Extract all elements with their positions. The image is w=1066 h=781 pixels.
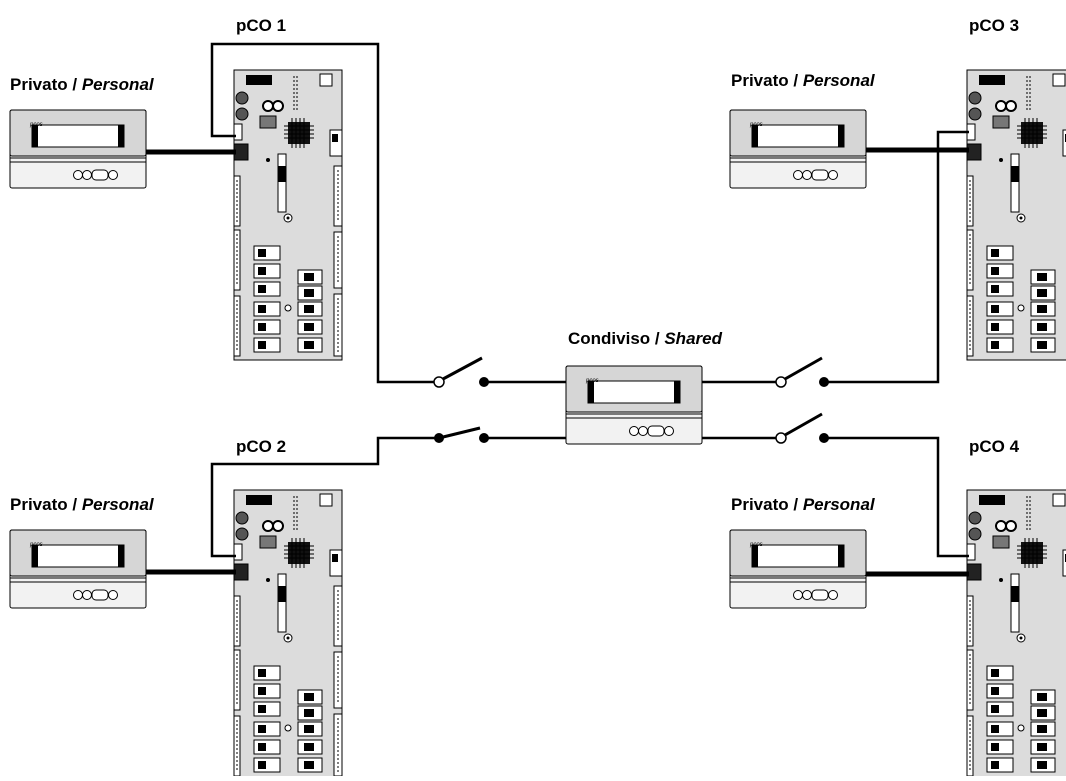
label-private-3: Privato / Personal xyxy=(731,72,875,89)
label-private-4: Privato / Personal xyxy=(731,496,875,513)
cable-pco1-shared xyxy=(210,42,436,384)
label-private-2-main: Privato / xyxy=(10,495,82,514)
switch-pco4-contact-a xyxy=(775,432,787,444)
label-shared: Condiviso / Shared xyxy=(568,330,722,347)
terminal-logo-shared: pcos xyxy=(585,378,599,384)
terminal-logo-1: pcos xyxy=(29,122,43,128)
cable-switch4-pco4 xyxy=(824,436,969,558)
switch-pco4-blade xyxy=(784,412,823,437)
label-pco3: pCO 3 xyxy=(969,16,1020,35)
controller-pco1 xyxy=(233,69,343,361)
label-private-4-italic: Personal xyxy=(802,495,875,514)
switch-pco2-blade xyxy=(438,426,481,440)
label-pco4: pCO 4 xyxy=(969,437,1020,456)
controller-pco4 xyxy=(966,489,1066,781)
switch-pco1-blade xyxy=(442,356,483,381)
label-pco2: pCO 2 xyxy=(236,437,287,456)
label-private-1-italic: Personal xyxy=(81,75,154,94)
label-private-1: Privato / Personal xyxy=(10,76,154,93)
switch-pco3-contact-a xyxy=(775,376,787,388)
label-shared-main: Condiviso / xyxy=(568,329,665,348)
cable-pco2-shared xyxy=(210,436,436,558)
cable-switch3-pco3 xyxy=(824,130,969,384)
controller-pco3 xyxy=(966,69,1066,361)
label-shared-italic: Shared xyxy=(664,329,722,348)
terminal-logo-2: pcos xyxy=(29,542,43,548)
label-private-3-italic: Personal xyxy=(802,71,875,90)
controller-pco2 xyxy=(233,489,343,781)
label-pco1: pCO 1 xyxy=(236,16,287,35)
label-private-4-main: Privato / xyxy=(731,495,803,514)
switch-pco1-contact-a xyxy=(433,376,445,388)
label-private-2-italic: Personal xyxy=(81,495,154,514)
switch-pco3-blade xyxy=(784,356,823,381)
label-private-3-main: Privato / xyxy=(731,71,803,90)
terminal-logo-3: pcos xyxy=(749,122,763,128)
label-private-2: Privato / Personal xyxy=(10,496,154,513)
terminal-logo-4: pcos xyxy=(749,542,763,548)
label-private-1-main: Privato / xyxy=(10,75,82,94)
